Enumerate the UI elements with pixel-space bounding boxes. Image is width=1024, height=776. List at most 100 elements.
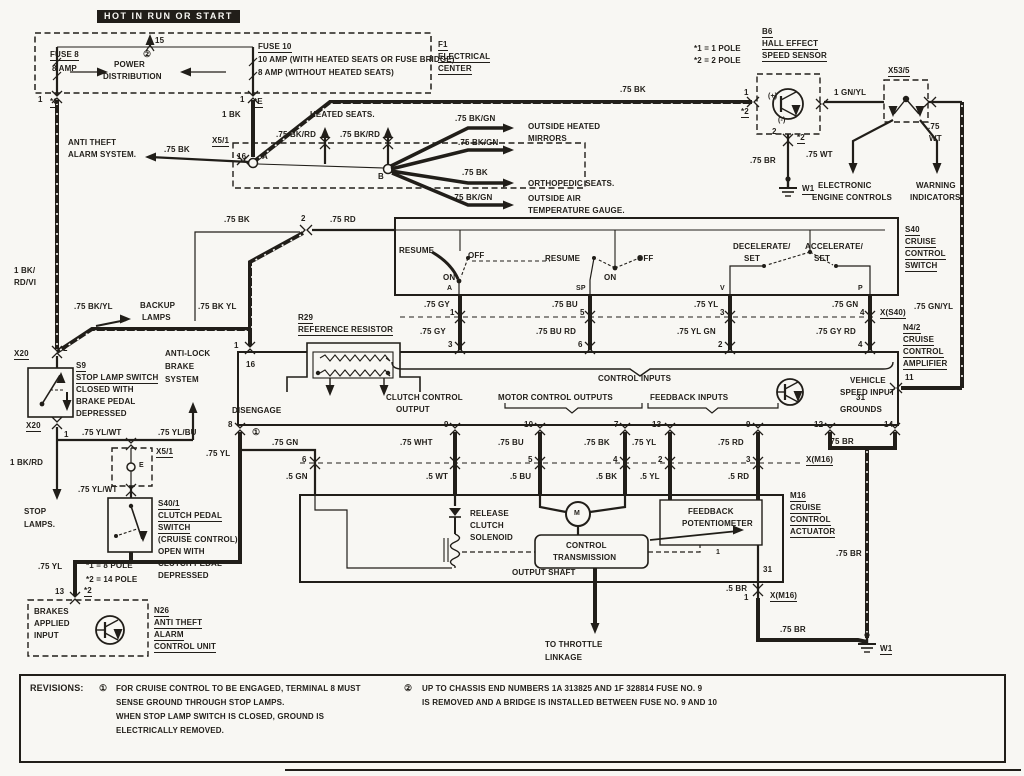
wire-ylwt2: .75 YL/WT: [78, 485, 118, 494]
s401-line6: CLUTCH PEDAL: [158, 559, 223, 568]
wire-5bk: .5 BK: [596, 472, 618, 481]
b6-line3: SPEED SENSOR: [762, 51, 827, 62]
sw1-resume: RESUME: [399, 246, 435, 255]
xm16-pin3: 3: [746, 455, 751, 464]
wire-75yl-right: .75 YL: [206, 449, 231, 458]
motor-outputs: MOTOR CONTROL OUTPUTS: [498, 393, 613, 402]
m16-title1: M16: [790, 491, 807, 502]
x51b-label: X5/1: [156, 447, 174, 458]
wire-bkrd-2: .75 BK/RD: [340, 130, 381, 139]
vehicle-line1: VEHICLE: [850, 376, 886, 385]
s40-title2: CRUISE: [905, 237, 937, 248]
col3-lower: .75 YL GN: [677, 327, 716, 336]
revisions-note1-num: ①: [99, 683, 108, 693]
oat-line1: OUTSIDE AIR: [528, 194, 581, 203]
pin-1e-num: 1: [240, 95, 245, 104]
wire-bkgn-2: .75 BK/GN: [458, 138, 499, 147]
term-p: P: [858, 285, 863, 292]
xm16-pin2: 2: [658, 455, 663, 464]
wire-75bk-s40: .75 BK: [224, 215, 250, 224]
wire-75gn: .75 GN: [272, 438, 299, 447]
col2-upper: .75 BU: [552, 300, 578, 309]
wire-bkgn-1: .75 BK/GN: [455, 114, 496, 123]
sw1-on: ON: [443, 273, 456, 282]
wire-75-right: .75: [928, 122, 940, 131]
col1-low-pin: 3: [448, 340, 453, 349]
sw2-resume: RESUME: [545, 254, 581, 263]
amp-pin10: 10: [524, 420, 534, 429]
rev1-line2: SENSE GROUND THROUGH STOP LAMPS.: [116, 698, 285, 707]
s40-feed-pin2: 2: [301, 214, 306, 223]
f1-line2: ELECTRICAL: [438, 52, 491, 63]
amp-pin14: 14: [884, 420, 894, 429]
b6-line2: HALL EFFECT: [762, 39, 819, 50]
amp-pin9: 9: [444, 420, 449, 429]
wire-1bkrd: 1 BK/RD: [10, 458, 44, 467]
wire-75yl2: .75 YL: [632, 438, 657, 447]
wire-1bkrdvi-2: RD/VI: [14, 278, 37, 287]
xm16-pin4: 4: [613, 455, 618, 464]
sw1-off: OFF: [468, 251, 485, 260]
pot-pin1: 1: [716, 549, 721, 556]
sw2-on: ON: [604, 273, 617, 282]
s401-title1: S40/1: [158, 499, 180, 510]
f1-line1: F1: [438, 40, 448, 51]
wire-75rd: .75 RD: [330, 215, 356, 224]
s401-line4: (CRUISE CONTROL): [158, 535, 238, 544]
col4-upper: .75 GN: [832, 300, 859, 309]
sw2-off: OFF: [637, 254, 654, 263]
rev1-line4: ELECTRICALLY REMOVED.: [116, 726, 225, 735]
wire-75rd2: .75 RD: [718, 438, 744, 447]
r29-title2: REFERENCE RESISTOR: [298, 325, 394, 336]
clutch-out1: CLUTCH CONTROL: [386, 393, 463, 402]
wire-75bk-orth: .75 BK: [462, 168, 488, 177]
pin-1c-star: *C: [50, 97, 60, 108]
wire-1gnyl: 1 GN/YL: [834, 88, 867, 97]
release-1: RELEASE: [470, 509, 509, 518]
s40-title1: S40: [905, 225, 920, 236]
n42-title2: CRUISE: [903, 335, 935, 346]
wire-75wt-left: .75 WT: [806, 150, 833, 159]
pin-1c-num: 1: [38, 95, 43, 104]
e-node: E: [139, 462, 144, 469]
fuse8-amps: 8 AMP: [52, 64, 77, 73]
s9-title2: STOP LAMP SWITCH: [76, 373, 159, 384]
wire-ylbu: .75 YL/BU: [158, 428, 197, 437]
s40-title4: SWITCH: [905, 261, 938, 272]
wire-5br: .5 BR: [726, 584, 748, 593]
fuse10-amps2: 8 AMP (WITHOUT HEATED SEATS): [258, 68, 394, 77]
col1-upper: .75 GY: [424, 300, 450, 309]
release-3: SOLENOID: [470, 533, 513, 542]
distribution-label: DISTRIBUTION: [103, 72, 162, 81]
amp-pin7: 7: [614, 420, 619, 429]
xm16-label: X(M16): [806, 455, 834, 466]
warning-line1: WARNING: [916, 181, 956, 190]
m16-title2: CRUISE: [790, 503, 822, 514]
col3-up-pin: 3: [720, 308, 725, 317]
rev1-line1: FOR CRUISE CONTROL TO BE ENGAGED, TERMIN…: [116, 684, 361, 693]
wire-5yl: .5 YL: [640, 472, 660, 481]
n26-pin13: 13: [55, 587, 65, 596]
xs40-label: X(S40): [880, 308, 906, 319]
term-sp: SP: [576, 285, 586, 292]
revisions-note2-num: ②: [404, 683, 413, 693]
col2-lower: .75 BU RD: [536, 327, 577, 336]
mirrors-line2: MIRRORS: [528, 134, 567, 143]
x20a-pin2: 2: [63, 344, 68, 353]
legend-14pole: *2 = 14 POLE: [86, 575, 138, 584]
x20a-label: X20: [14, 349, 29, 360]
eec-line2: ENGINE CONTROLS: [812, 193, 893, 202]
stop-line2: LAMPS.: [24, 520, 56, 529]
rev1-line3: WHEN STOP LAMP SWITCH IS CLOSED, GROUND …: [116, 712, 325, 721]
wire-75bu: .75 BU: [498, 438, 524, 447]
heated-seats: HEATED SEATS.: [310, 110, 375, 119]
x535-title: X53/5: [888, 66, 910, 77]
wire-5bu: .5 BU: [510, 472, 532, 481]
throttle-2: LINKAGE: [545, 653, 583, 662]
wire-75br-b6: .75 BR: [750, 156, 776, 165]
wire-bkyl-amp: .75 BK YL: [198, 302, 237, 311]
n26-star2: *2: [84, 586, 92, 597]
pot-line2: POTENTIOMETER: [682, 519, 753, 528]
